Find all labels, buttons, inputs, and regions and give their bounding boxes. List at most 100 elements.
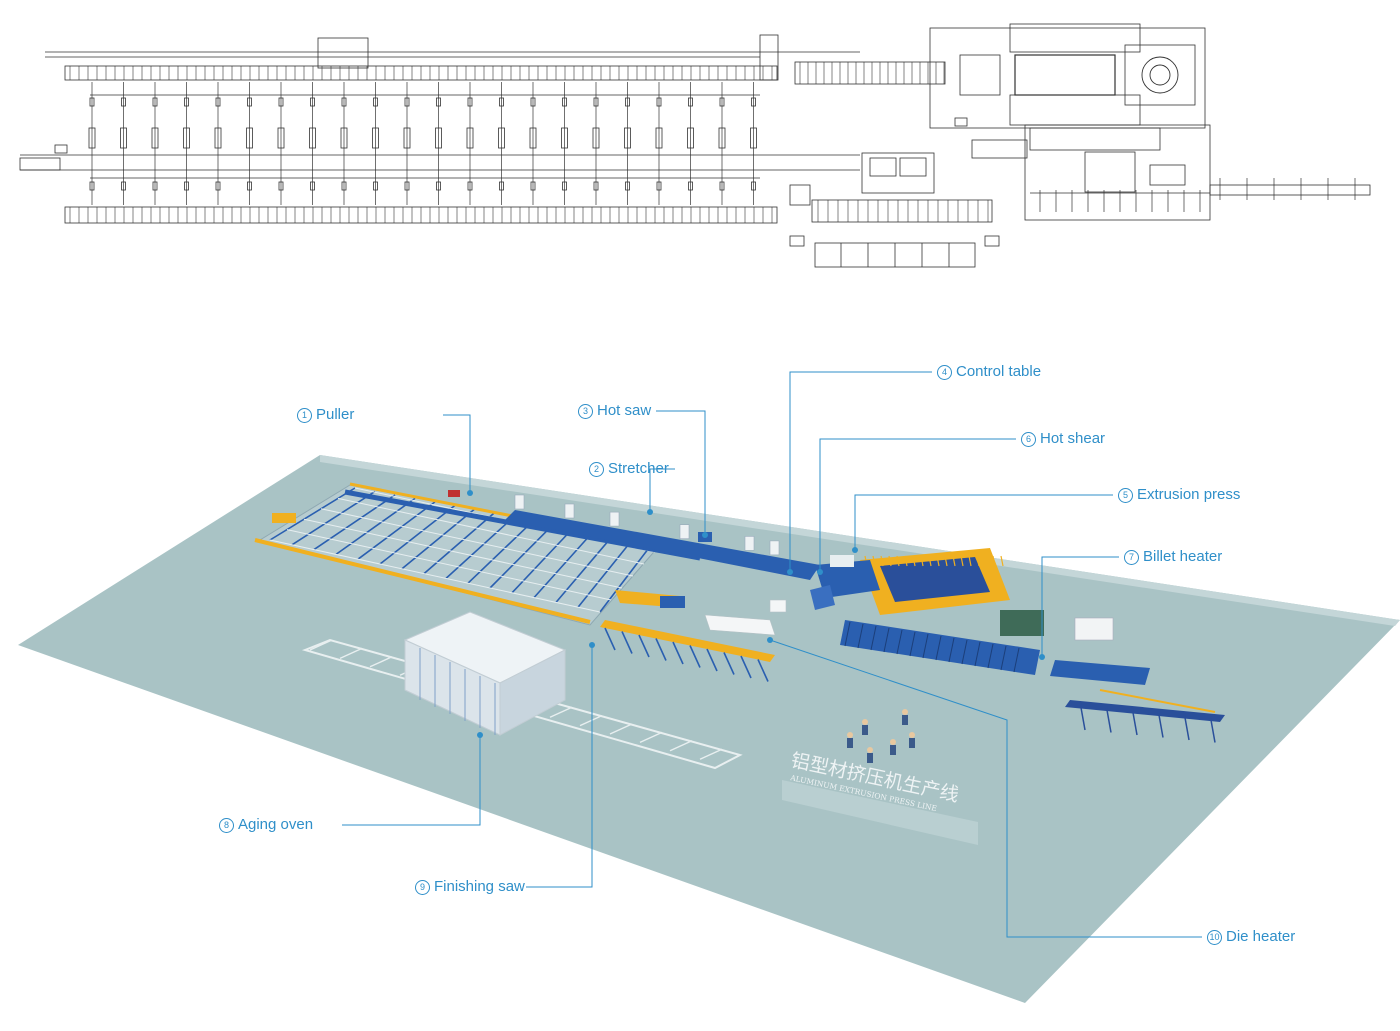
plan-walking-beam [687, 127, 694, 149]
plan-small-box [789, 184, 811, 206]
plan-beam-block [215, 181, 221, 191]
plan-walking-beam [498, 127, 505, 149]
plan-beam-block [593, 97, 599, 107]
press-railing [920, 555, 924, 567]
plan-hook [54, 144, 68, 154]
billet-rack-leg [1131, 706, 1138, 736]
press-railing [960, 555, 964, 567]
oven-track-tie [669, 740, 693, 752]
press-railing [976, 555, 980, 567]
plan-billet-rack [1209, 184, 1371, 196]
plan-beam-block [656, 97, 662, 107]
plan-walking-beam [214, 127, 222, 149]
cooling-crossbeam [269, 487, 356, 541]
plan-press-frame [929, 27, 1206, 129]
billet-heater-rib [935, 635, 942, 661]
plan-billet-loader [1149, 164, 1186, 186]
billet-rack-leg [1157, 709, 1164, 738]
plan-walking-beam [309, 127, 316, 149]
plan-view-drawing [19, 23, 1371, 268]
puller-end-unit [272, 513, 296, 523]
billet-heater-rib [974, 641, 981, 667]
plan-beam-block [121, 97, 126, 107]
plan-walking-beam [151, 127, 159, 149]
die-heater-box [704, 614, 776, 636]
plan-beam-block [152, 181, 158, 191]
plan-oven-cell [899, 157, 927, 177]
plan-beam-block [625, 97, 630, 107]
person-head [847, 732, 853, 738]
plan-walking-beam [246, 127, 253, 149]
control-table [810, 585, 835, 610]
plan-walking-beam [435, 127, 442, 149]
plan-billet-heater-frame [1024, 124, 1211, 221]
finishing-saw-arm [706, 648, 718, 672]
leader-control-table-dot [787, 569, 793, 575]
stretcher-rail [505, 510, 820, 580]
finishing-saw-arm [689, 645, 701, 668]
plan-beam-block [184, 181, 189, 191]
leader-control-table [789, 371, 932, 572]
hydraulic-unit [1000, 610, 1044, 636]
press-railing [968, 555, 972, 567]
plan-heater-top [1029, 127, 1161, 151]
cooling-crossbeam [467, 518, 536, 584]
billet-rack-leg [1105, 704, 1112, 733]
floor-edge-highlight [320, 455, 1400, 626]
plan-runout-table [794, 61, 946, 85]
oven-track-tie [579, 714, 603, 727]
press-railing [992, 555, 996, 567]
cooling-crossbeam [489, 522, 556, 589]
oven-track-tie [639, 731, 663, 744]
billet-loader [1050, 660, 1150, 685]
finishing-saw-arm [655, 638, 667, 661]
plan-beam-block [341, 97, 347, 107]
plan-beam-block [404, 181, 410, 191]
press-railing [904, 555, 908, 567]
press-railing [880, 555, 884, 567]
cooling-crossbeam [291, 490, 376, 546]
finishing-saw-arm [638, 634, 650, 658]
plan-walking-beam [120, 127, 127, 149]
cooling-crossbeam [335, 497, 416, 556]
plan-beam-block [719, 97, 725, 107]
press-railing [936, 555, 940, 567]
person-head [890, 739, 896, 745]
leader-finishing-saw-dot [589, 642, 595, 648]
press-railing [872, 555, 876, 567]
plan-press-bottom [1009, 94, 1141, 126]
stretcher-post [744, 536, 755, 551]
leader-aging-oven [342, 735, 481, 826]
oven-track-tie [609, 723, 633, 735]
finishing-saw-arm [604, 627, 616, 651]
plan-beam-block [688, 181, 693, 191]
person-body [862, 725, 868, 735]
person-body [890, 745, 896, 755]
plan-beam-block [247, 181, 252, 191]
cooling-crossbeam [533, 529, 596, 599]
plan-beam-block [215, 97, 221, 107]
plan-walking-beam [561, 127, 568, 149]
plan-beam-block [562, 97, 567, 107]
cooling-rail-white [303, 518, 623, 589]
plan-press-cylinder [1141, 56, 1179, 94]
cooling-rail-white [337, 497, 645, 565]
leader-lines [342, 371, 1202, 938]
oven-track-tie [699, 748, 723, 760]
plan-walking-beam [372, 127, 379, 149]
plan-beam-block [688, 97, 693, 107]
saw-feed-motor [660, 596, 685, 608]
plan-walking-beam [592, 127, 600, 149]
billet-heater-rib [909, 631, 916, 657]
leader-die-heater [769, 639, 1202, 938]
person-head [902, 709, 908, 715]
billet-heater-rib [896, 629, 903, 655]
plan-beam-block [625, 181, 630, 191]
cooling-rail-white [269, 539, 601, 613]
billet-rack-leg [1183, 711, 1190, 741]
person-head [867, 747, 873, 753]
